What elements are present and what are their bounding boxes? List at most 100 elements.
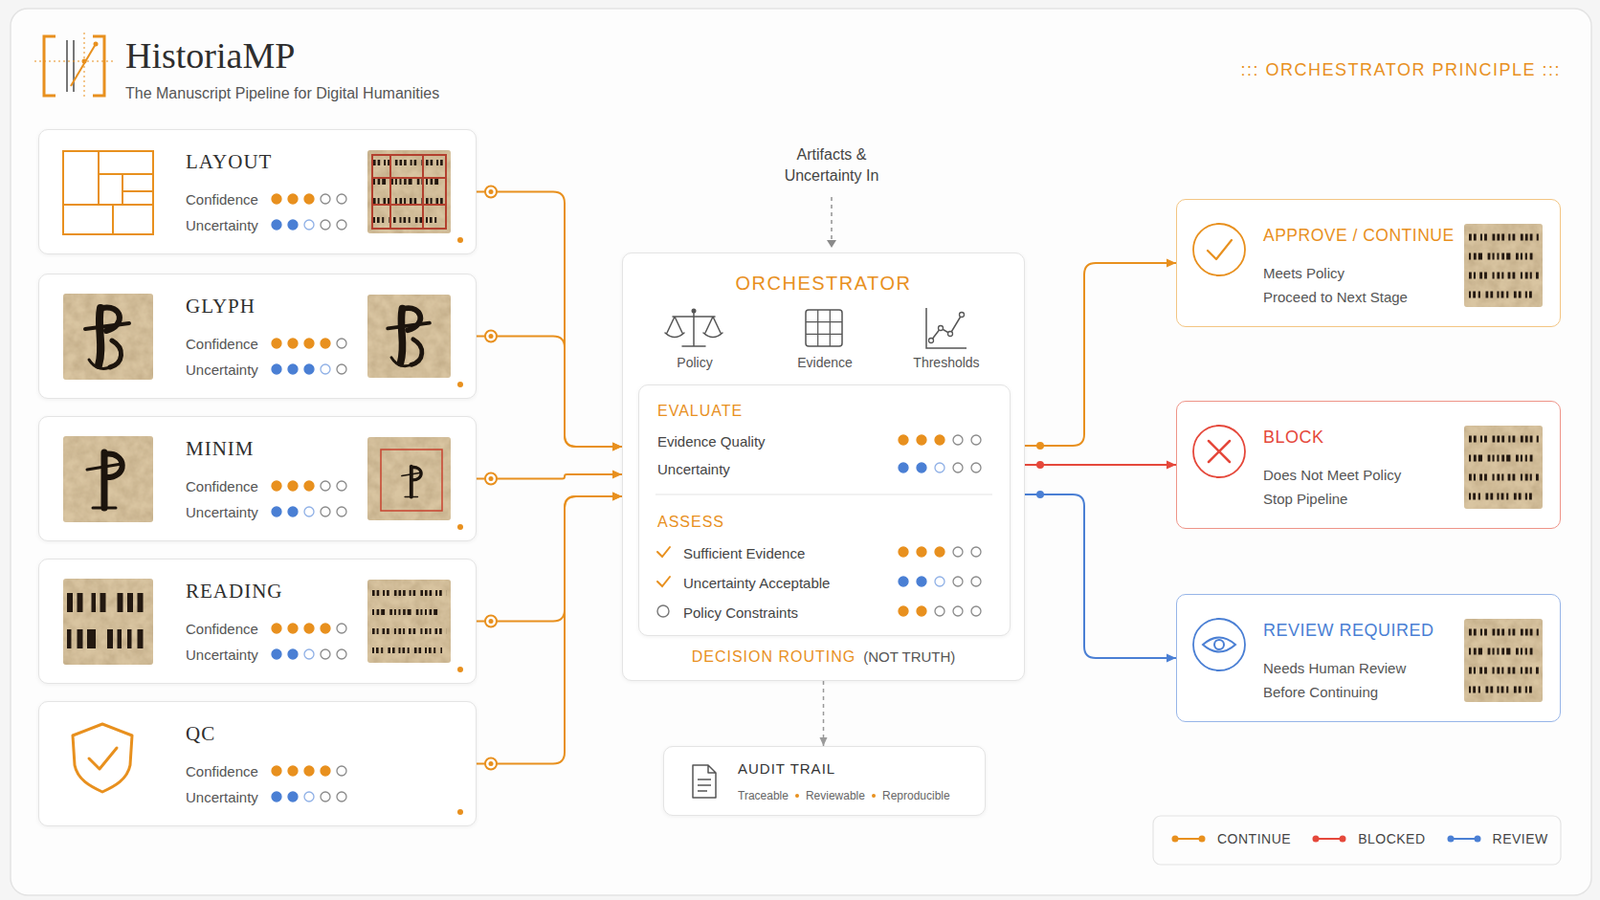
check-mark <box>657 547 670 557</box>
script-line <box>1468 667 1539 675</box>
rating-dot <box>934 606 945 617</box>
policy-icon <box>665 309 723 348</box>
x-mark <box>1208 441 1230 463</box>
rating-dot <box>288 194 298 204</box>
legend-row: CONTINUEBLOCKEDREVIEW <box>1171 831 1570 848</box>
grid-lines <box>805 310 843 347</box>
script-line <box>1468 436 1539 444</box>
node-text: Proceed to Next Stage <box>1263 288 1408 307</box>
port-dot <box>488 333 494 339</box>
connector <box>476 496 623 765</box>
legend-item: CONTINUE <box>1171 831 1291 848</box>
rating-dot <box>304 194 314 204</box>
node-title: GLYPH <box>185 294 256 319</box>
rating-dot <box>336 220 347 230</box>
rating-dot <box>320 649 331 660</box>
layout-grid <box>372 155 446 229</box>
parchment <box>367 437 451 521</box>
corner-dot <box>457 381 464 388</box>
legend-dot <box>1172 836 1179 844</box>
eye-pupil <box>1214 640 1224 650</box>
node-text: Confidence <box>185 335 259 354</box>
rating-dot <box>304 481 314 491</box>
node-text: Uncertainty Acceptable <box>683 575 830 593</box>
block-icon <box>1193 425 1245 478</box>
separator-dot <box>871 794 876 799</box>
node-text: (NOT TRUTH) <box>863 648 956 667</box>
arrow-head <box>826 240 837 248</box>
approve-icon <box>1193 223 1245 276</box>
rating-dot <box>971 606 981 617</box>
manuscript-thumbnail <box>1464 425 1543 510</box>
node-text: Evidence Quality <box>657 433 766 451</box>
port-dot <box>488 761 494 767</box>
logo <box>34 32 113 100</box>
rating-dot <box>304 766 314 777</box>
rating-dot <box>898 606 909 617</box>
rating-dot <box>288 766 298 777</box>
legend-line <box>1311 834 1347 845</box>
rating-dot <box>271 507 282 517</box>
parchment <box>1464 619 1543 703</box>
node-title: MINIM <box>185 437 255 462</box>
rating-dot <box>934 435 945 445</box>
node-text: Confidence <box>185 191 259 209</box>
rating-dot <box>320 623 331 634</box>
rating-dot <box>320 220 331 230</box>
legend-item: BLOCKED <box>1311 831 1425 848</box>
script-line <box>1468 291 1534 299</box>
minim-thumbnail <box>367 437 451 521</box>
rating-dot <box>288 481 298 491</box>
rating-dot <box>916 606 927 617</box>
rating-dot <box>304 623 314 634</box>
script-line <box>372 628 447 635</box>
rating-dot <box>916 463 927 473</box>
rating-dot <box>336 792 347 802</box>
title: HistoriaMP <box>125 34 295 79</box>
glyph-stroke <box>401 472 422 476</box>
node-title: READING <box>185 579 284 604</box>
node-text: Uncertainty <box>657 461 731 479</box>
logo-guide <box>34 61 113 63</box>
port-dot <box>488 476 494 482</box>
port-dot <box>1036 442 1045 450</box>
evidence-icon <box>805 310 843 347</box>
rating-dot <box>336 766 347 777</box>
rating-dot <box>288 220 298 230</box>
glyph-stroke <box>411 339 423 366</box>
node-title: LAYOUT <box>185 150 272 175</box>
rating-dot <box>320 766 331 777</box>
parchment <box>1464 425 1543 510</box>
rating-dot <box>934 463 945 473</box>
glyph-stroke <box>387 323 430 330</box>
rating-dot <box>320 194 331 204</box>
glyph <box>387 308 430 367</box>
logo-line <box>72 40 75 92</box>
minim-thumbnail <box>63 436 154 523</box>
rating-dot <box>336 481 347 491</box>
logo-stroke <box>70 44 96 87</box>
parchment <box>367 579 451 664</box>
corner-dot <box>457 237 464 244</box>
logo-bracket <box>44 36 56 96</box>
script-line <box>372 647 443 654</box>
rating-dot <box>916 547 927 557</box>
script-line <box>1468 272 1539 280</box>
node-text: Sufficient Evidence <box>683 545 805 563</box>
script-line <box>373 159 446 166</box>
node-text: Uncertainty <box>185 646 259 665</box>
rating-dot <box>320 792 331 802</box>
glyph-thumbnail <box>63 293 154 380</box>
rating-dot <box>953 606 963 617</box>
open-check <box>657 605 669 618</box>
logo-guide <box>84 32 86 100</box>
node-text: Before Continuing <box>1263 684 1378 702</box>
rating-dot <box>271 766 282 777</box>
node-text: Does Not Meet Policy <box>1263 466 1401 485</box>
node-text: Needs Human Review <box>1263 660 1406 678</box>
shield-check <box>88 748 117 770</box>
node-text: DECISION ROUTING <box>691 647 857 667</box>
node-text: Uncertainty <box>185 789 259 807</box>
layout-grid <box>372 155 446 229</box>
script-line <box>373 178 442 185</box>
